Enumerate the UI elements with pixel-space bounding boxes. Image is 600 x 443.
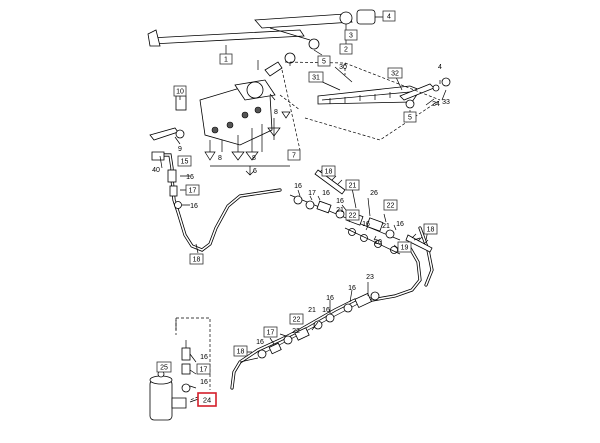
lower-connectors xyxy=(257,291,380,359)
label-22c: 22 xyxy=(293,317,301,324)
hose-connectors xyxy=(289,167,433,255)
label-16-pump-a: 16 xyxy=(200,354,208,361)
label-16i: 16 xyxy=(326,295,334,302)
label-10: 10 xyxy=(176,89,184,96)
label-9: 9 xyxy=(178,146,182,153)
label-5-right: 5 xyxy=(408,115,412,122)
wiper-arm-drawing xyxy=(147,9,376,50)
label-16b: 16 xyxy=(190,203,198,210)
label-18b: 18 xyxy=(325,169,333,176)
label-21a: 21 xyxy=(349,183,357,190)
label-16a: 16 xyxy=(186,174,194,181)
label-19: 19 xyxy=(401,245,409,252)
label-17d: 17 xyxy=(200,367,208,374)
label-21d: 21 xyxy=(308,307,316,314)
label-18a: 18 xyxy=(193,257,201,264)
label-24: 24 xyxy=(203,396,211,405)
label-16e: 16 xyxy=(336,198,344,205)
label-2: 2 xyxy=(344,47,348,54)
label-7: 7 xyxy=(292,153,296,160)
label-17b: 17 xyxy=(308,190,316,197)
label-23: 23 xyxy=(366,274,374,281)
washer-hose-routing xyxy=(151,151,282,252)
label-16h: 16 xyxy=(348,285,356,292)
label-5-top: 5 xyxy=(322,59,326,66)
label-8a: 8 xyxy=(274,109,278,116)
label-31: 31 xyxy=(312,75,320,82)
label-4: 4 xyxy=(387,14,391,21)
label-16k: 16 xyxy=(256,339,264,346)
label-16d: 16 xyxy=(322,190,330,197)
label-8b: 8 xyxy=(218,155,222,162)
label-4-right: 4 xyxy=(438,64,442,71)
label-17a: 17 xyxy=(189,188,197,195)
label-15: 15 xyxy=(181,159,189,166)
label-16g: 16 xyxy=(396,221,404,228)
label-16-pump-b: 16 xyxy=(200,379,208,386)
rear-wiper-blade-drawing xyxy=(284,61,451,141)
label-16c: 16 xyxy=(294,183,302,190)
label-17c: 17 xyxy=(267,330,275,337)
label-21b: 21 xyxy=(336,207,344,214)
label-32: 32 xyxy=(391,71,399,78)
label-20: 20 xyxy=(374,239,382,246)
label-6: 6 xyxy=(253,168,257,175)
label-16f: 16 xyxy=(362,221,370,228)
wiper-motor-drawing xyxy=(149,52,301,176)
label-16j: 16 xyxy=(322,307,330,314)
label-22d: 22 xyxy=(292,328,300,335)
callout-labels: 1 2 3 4 5 30 31 32 4 34 33 5 10 8 8 8 7 … xyxy=(152,10,450,407)
label-18c: 18 xyxy=(427,227,435,234)
label-21c: 21 xyxy=(382,223,390,230)
label-33: 33 xyxy=(442,99,450,106)
label-25: 25 xyxy=(160,365,168,372)
label-34: 34 xyxy=(432,101,440,108)
label-40: 40 xyxy=(152,167,160,174)
label-22b: 22 xyxy=(387,203,395,210)
label-22a: 22 xyxy=(349,213,357,220)
label-8c: 8 xyxy=(252,155,256,162)
washer-pump-drawing xyxy=(149,317,211,421)
leader-lines xyxy=(159,16,447,403)
label-30: 30 xyxy=(339,64,347,71)
washer-hose-rear xyxy=(230,226,434,390)
label-26: 26 xyxy=(370,190,378,197)
label-1: 1 xyxy=(224,57,228,64)
label-18d: 18 xyxy=(237,349,245,356)
highlight-box-24 xyxy=(197,392,217,407)
label-3: 3 xyxy=(349,33,353,40)
